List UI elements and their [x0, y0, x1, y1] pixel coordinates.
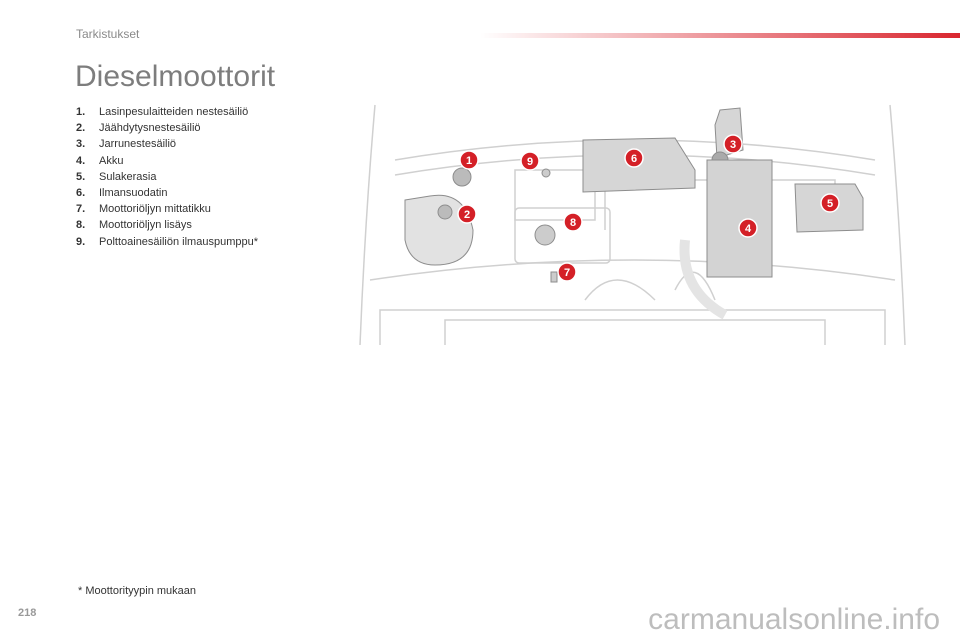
battery-shape [706, 159, 773, 278]
page-title: Dieselmoottorit [75, 60, 276, 93]
svg-text:2: 2 [464, 209, 470, 221]
item-label: Jäähdytysnestesäiliö [99, 122, 201, 135]
item-label: Akku [99, 154, 124, 167]
svg-text:4: 4 [745, 223, 752, 235]
diagram-markers: 1 2 3 4 5 6 7 8 9 [457, 134, 840, 282]
item-label: Sulakerasia [99, 170, 157, 183]
footnote: * Moottorityypin mukaan [78, 585, 196, 597]
item-number: 4. [76, 154, 86, 167]
marker-2: 2 [457, 204, 477, 224]
list-item: 7. Moottoriöljyn mittatikku [76, 201, 258, 217]
item-number: 2. [76, 122, 86, 135]
item-label: Moottoriöljyn mittatikku [99, 203, 211, 216]
engine-bay-outline [359, 104, 906, 346]
list-item: 9. Polttoainesäiliön ilmauspumppu* [76, 234, 258, 250]
marker-6: 6 [624, 148, 644, 168]
dipstick-shape [550, 271, 558, 283]
page-number: 218 [18, 607, 37, 619]
item-label: Lasinpesulaitteiden nestesäiliö [99, 106, 249, 118]
svg-text:7: 7 [564, 267, 570, 279]
svg-text:8: 8 [570, 217, 576, 229]
component-list: 1. Lasinpesulaitteiden nestesäiliö 2. Jääh… [76, 104, 258, 250]
component-shapes [404, 107, 864, 283]
marker-3: 3 [723, 134, 743, 154]
svg-text:5: 5 [827, 198, 833, 210]
section-heading: Tarkistukset [76, 27, 140, 41]
list-item: 4. Akku [76, 153, 258, 169]
item-number: 9. [76, 235, 86, 248]
item-number: 5. [76, 170, 86, 183]
item-number: 8. [76, 219, 86, 232]
marker-1: 1 [459, 150, 479, 170]
svg-text:6: 6 [631, 153, 637, 165]
svg-text:9: 9 [527, 156, 533, 168]
item-number: 6. [76, 186, 86, 199]
marker-5: 5 [820, 193, 840, 213]
item-label: Moottoriöljyn lisäys [99, 219, 192, 232]
marker-4: 4 [738, 218, 758, 238]
washer-cap-shape [452, 167, 472, 187]
item-number: 1. [76, 106, 86, 118]
marker-7: 7 [557, 262, 577, 282]
list-item: 2. Jäähdytysnestesäiliö [76, 120, 258, 136]
watermark: carmanualsonline.info [648, 603, 940, 636]
item-label: Jarrunestesäiliö [99, 138, 177, 151]
list-item: 8. Moottoriöljyn lisäys [76, 217, 258, 233]
marker-9: 9 [520, 151, 540, 171]
oil-filler-cap-shape [534, 224, 556, 246]
header-accent-bar [480, 33, 960, 38]
priming-pump-shape [541, 168, 551, 178]
list-item: 5. Sulakerasia [76, 169, 258, 185]
engine-bay-diagram: 1 2 3 4 5 6 7 8 9 [359, 104, 906, 346]
item-label: Polttoainesäiliön ilmauspumppu* [99, 235, 258, 248]
item-number: 3. [76, 138, 86, 151]
list-item: 1. Lasinpesulaitteiden nestesäiliö [76, 104, 258, 120]
marker-8: 8 [563, 212, 583, 232]
list-item: 3. Jarrunestesäiliö [76, 136, 258, 152]
item-number: 7. [76, 203, 86, 216]
list-item: 6. Ilmansuodatin [76, 185, 258, 201]
svg-text:1: 1 [466, 155, 472, 167]
svg-text:3: 3 [730, 139, 736, 151]
coolant-reservoir-shape [404, 194, 474, 266]
item-label: Ilmansuodatin [99, 186, 168, 199]
coolant-cap-shape [437, 204, 453, 220]
